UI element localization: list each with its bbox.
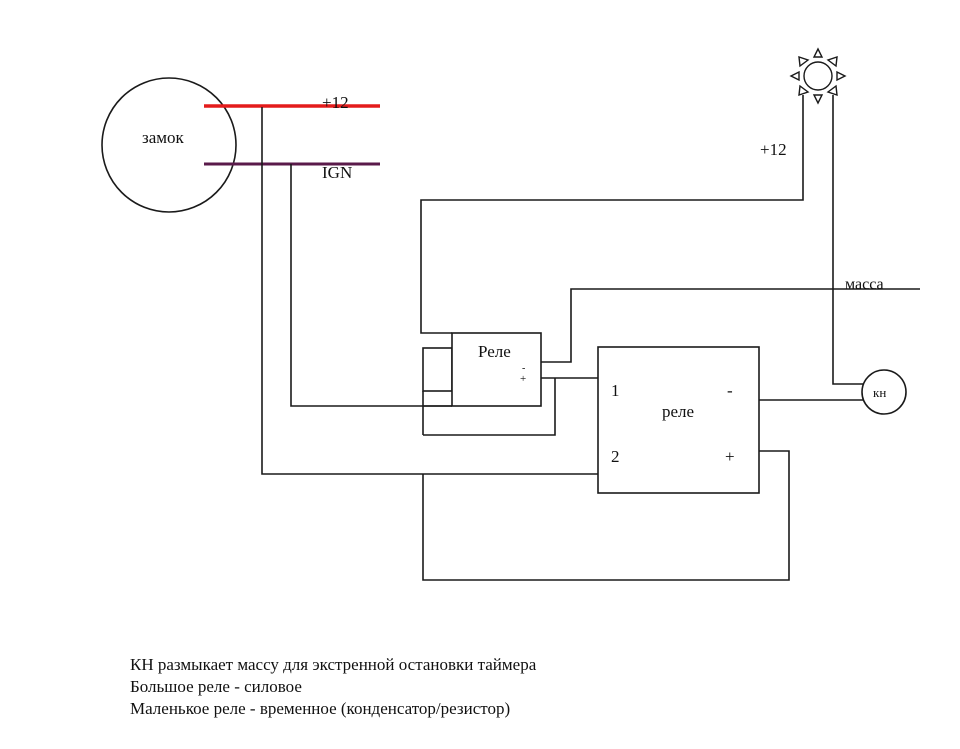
ign-to-small-relay-wire [290, 164, 452, 407]
small-relay-label: Реле [478, 342, 511, 361]
big-relay-minus: - [727, 381, 733, 400]
lamp-to-button-wire [832, 95, 864, 385]
big-relay-plus: + [725, 447, 735, 466]
ignition-switch-label: замок [142, 128, 185, 147]
note-line: КН размыкает массу для экстренной остано… [130, 655, 537, 674]
plus12-label: +12 [322, 93, 349, 112]
small-relay-contact [422, 347, 453, 392]
lamp-plus12-label: +12 [760, 140, 787, 159]
ign-label: IGN [322, 163, 352, 182]
small-relay-minus: - [522, 363, 525, 374]
relay-to-lamp-wire [420, 95, 804, 334]
ground-wire [541, 288, 920, 363]
big-relay [597, 346, 760, 494]
small-relay-plus: + [520, 373, 526, 385]
big-relay-pin2: 2 [611, 447, 620, 466]
note-line: Маленькое реле - временное (конденсатор/… [130, 699, 511, 718]
sun-lamp-icon [789, 47, 847, 105]
small-relay-bottom-loop-wire [423, 378, 556, 436]
notes: КН размыкает массу для экстренной остано… [130, 654, 536, 720]
plus12-to-relay-pin2-wire [261, 107, 598, 475]
button-kn-label: кн [873, 385, 886, 400]
button-kn [861, 369, 907, 415]
big-relay-label: реле [662, 402, 694, 421]
small-relay [451, 332, 542, 407]
big-relay-pin1: 1 [611, 381, 620, 400]
note-line: Большое реле - силовое [130, 677, 302, 696]
ground-label: масса [845, 276, 884, 293]
relay-plus-loop-wire [422, 450, 790, 581]
ignition-switch-circle [101, 77, 237, 213]
